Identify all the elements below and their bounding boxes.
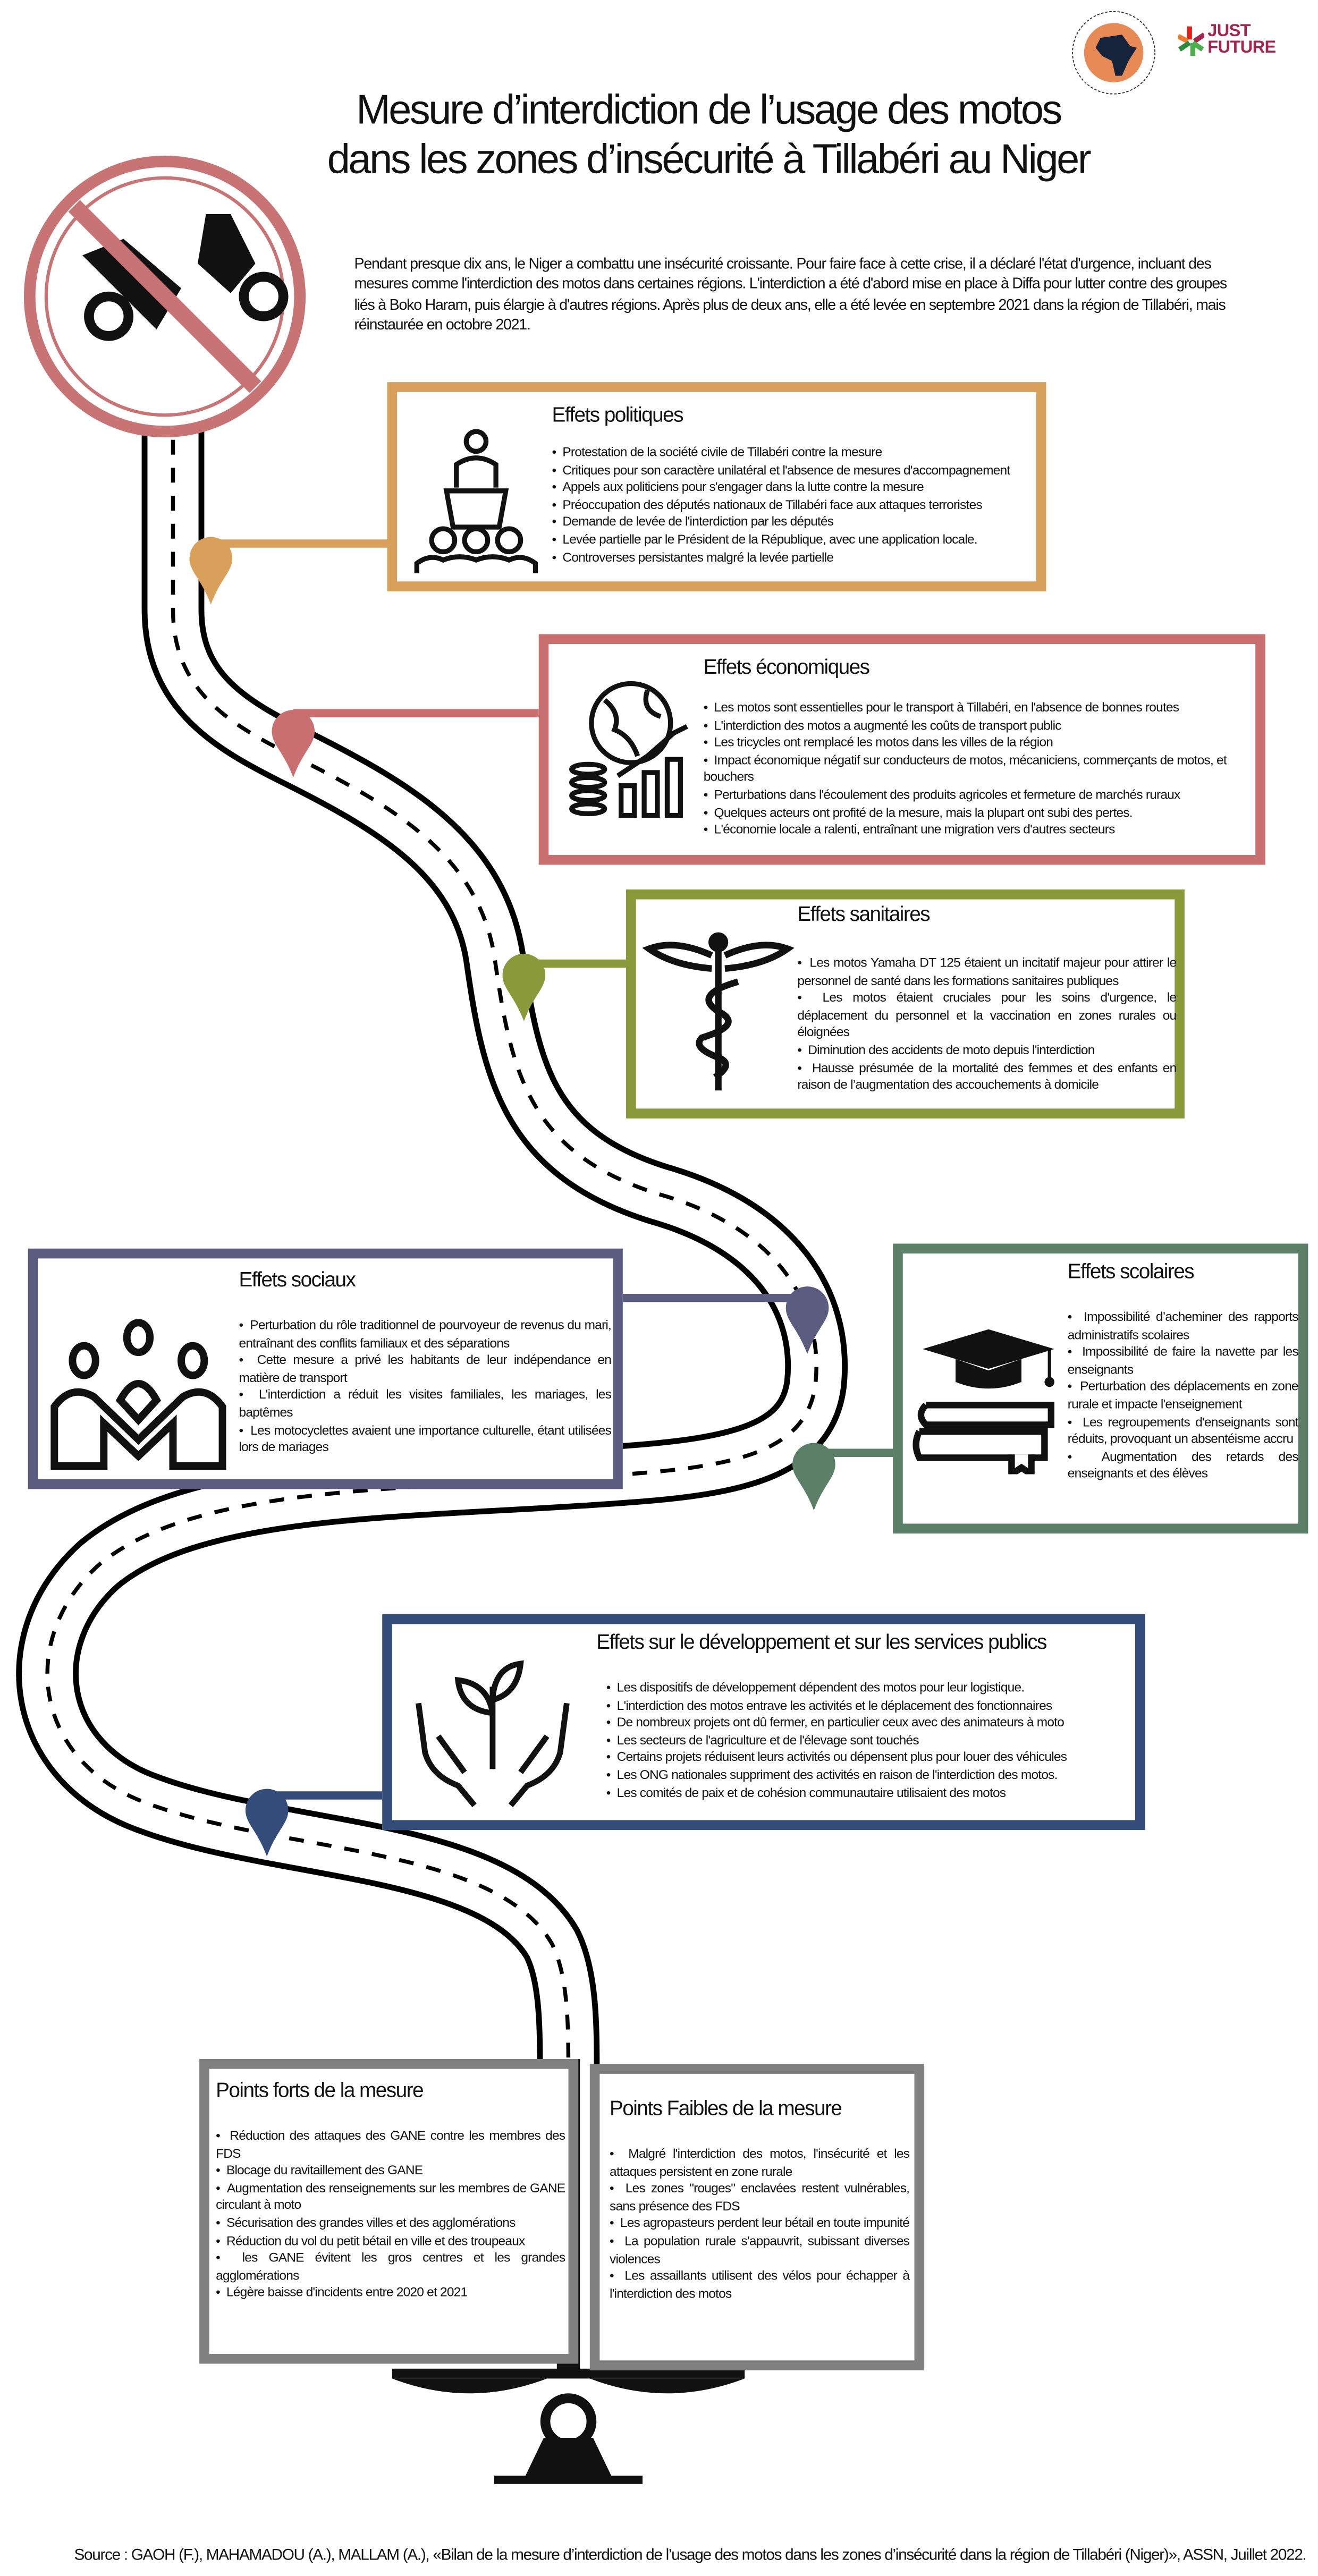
section-list: Les motos sont essentielles pour le tran… bbox=[704, 700, 1257, 840]
list-item: Cette mesure a privé les habitants de le… bbox=[239, 1353, 612, 1388]
map-pin-scolaires-icon bbox=[792, 1443, 835, 1511]
section-points-forts: Points forts de la mesure Réduction des … bbox=[199, 2059, 579, 2364]
list-item: Les motos Yamaha DT 125 étaient un incit… bbox=[797, 955, 1177, 990]
list-item: Légère baisse d'incidents entre 2020 et … bbox=[216, 2285, 565, 2303]
just-future-line1: JUST bbox=[1207, 21, 1251, 41]
map-pin-economiques-icon bbox=[272, 710, 315, 778]
list-item: Les dispositifs de développement dépende… bbox=[606, 1680, 1150, 1698]
list-item: Certains projets réduisent leurs activit… bbox=[606, 1750, 1150, 1767]
section-list: Réduction des attaques des GANE contre l… bbox=[216, 2128, 565, 2302]
no-motorcycle-sign-icon bbox=[23, 155, 306, 438]
list-item: Les motocyclettes avaient une importance… bbox=[239, 1422, 612, 1458]
list-item: Impossibilité de faire la navette par le… bbox=[1068, 1344, 1299, 1379]
list-item: Controverses persistantes malgré la levé… bbox=[552, 549, 1046, 567]
section-title: Effets scolaires bbox=[1067, 1260, 1195, 1283]
list-item: L'interdiction a réduit les visites fami… bbox=[239, 1387, 612, 1422]
list-item: Perturbation des déplacements en zone ru… bbox=[1068, 1379, 1299, 1414]
list-item: L'interdiction des motos a augmenté les … bbox=[704, 717, 1257, 735]
map-pin-sociaux-icon bbox=[785, 1286, 829, 1354]
section-list: Protestation de la société civile de Til… bbox=[552, 445, 1046, 567]
list-item: Réduction du vol du petit bétail en vill… bbox=[216, 2233, 565, 2250]
list-item: Les comités de paix et de cohésion commu… bbox=[606, 1785, 1150, 1802]
map-pin-politiques-icon bbox=[189, 537, 233, 605]
list-item: L'économie locale a ralenti, entraînant … bbox=[704, 822, 1257, 840]
list-item: Sécurisation des grandes villes et des a… bbox=[216, 2215, 565, 2233]
source-citation: Source : GAOH (F.), MAHAMADOU (A.), MALL… bbox=[74, 2546, 1307, 2565]
list-item: Les tricycles ont remplacé les motos dan… bbox=[704, 735, 1257, 752]
map-pin-developpement-icon bbox=[245, 1789, 289, 1857]
section-scolaires: Effets scolaires Impossibilité d’achemin… bbox=[893, 1243, 1308, 1534]
list-item: Les zones "rouges" enclavées restent vul… bbox=[610, 2181, 910, 2216]
list-item: Diminution des accidents de moto depuis … bbox=[797, 1043, 1176, 1060]
section-title: Effets politiques bbox=[552, 403, 684, 427]
family-group-icon bbox=[50, 1319, 226, 1470]
list-item: Impossibilité d’acheminer des rapports a… bbox=[1068, 1310, 1299, 1345]
list-item: Les assaillants utilisent des vélos pour… bbox=[610, 2268, 910, 2303]
list-item: Préoccupation des députés nationaux de T… bbox=[552, 497, 1046, 515]
list-item: Augmentation des retards des enseignants… bbox=[1068, 1449, 1299, 1484]
section-developpement: Effets sur le développement et sur les s… bbox=[382, 1614, 1145, 1831]
section-title: Effets sociaux bbox=[239, 1268, 356, 1292]
section-politiques: Effets politiques Protestation de la soc… bbox=[387, 382, 1046, 591]
section-list: Les motos Yamaha DT 125 étaient un incit… bbox=[797, 955, 1177, 1095]
list-item: les GANE évitent les gros centres et les… bbox=[216, 2250, 565, 2285]
page-title: Mesure d’interdiction de l’usage des mot… bbox=[247, 86, 1170, 184]
section-list: Malgré l'interdiction des motos, l'inséc… bbox=[610, 2146, 910, 2303]
list-item: Les regroupements d'enseignants sont réd… bbox=[1068, 1414, 1299, 1450]
list-item: Les secteurs de l'agriculture et de l'él… bbox=[606, 1733, 1150, 1750]
list-item: Augmentation des renseignements sur les … bbox=[216, 2181, 565, 2216]
list-item: Critiques pour son caractère unilatéral … bbox=[552, 462, 1046, 480]
list-item: Perturbation du rôle traditionnel de pou… bbox=[239, 1318, 612, 1353]
section-title: Effets sanitaires bbox=[797, 902, 930, 926]
list-item: Malgré l'interdiction des motos, l'inséc… bbox=[610, 2146, 910, 2181]
section-title: Points forts de la mesure bbox=[216, 2079, 424, 2102]
list-item: Demande de levée de l'interdiction par l… bbox=[552, 514, 1046, 532]
section-sociaux: Effets sociaux Perturbation du rôle trad… bbox=[28, 1248, 623, 1489]
list-item: Perturbations dans l'écoulement des prod… bbox=[704, 787, 1257, 805]
section-list: Perturbation du rôle traditionnel de pou… bbox=[239, 1318, 612, 1458]
section-title: Points Faibles de la mesure bbox=[610, 2097, 842, 2120]
section-title: Effets sur le développement et sur les s… bbox=[596, 1631, 1047, 1654]
road bbox=[16, 411, 848, 2075]
speaker-podium-icon bbox=[414, 429, 538, 573]
section-title: Effets économiques bbox=[703, 655, 870, 679]
map-pin-sanitaires-icon bbox=[502, 953, 546, 1021]
hands-plant-icon bbox=[416, 1660, 570, 1808]
section-economiques: Effets économiques Les motos sont essent… bbox=[538, 634, 1265, 865]
title-line-2: dans les zones d’insécurité à Tillabéri … bbox=[327, 137, 1092, 183]
assn-logo bbox=[1072, 11, 1156, 95]
list-item: L'interdiction des motos entrave les act… bbox=[606, 1698, 1150, 1715]
globe-coins-chart-icon bbox=[569, 681, 688, 818]
just-future-star-icon bbox=[1178, 26, 1205, 56]
list-item: Quelques acteurs ont profité de la mesur… bbox=[704, 805, 1257, 823]
graduation-cap-books-icon bbox=[913, 1329, 1054, 1475]
list-item: Les agropasteurs perdent leur bétail en … bbox=[610, 2216, 910, 2234]
list-item: Blocage du ravitaillement des GANE bbox=[216, 2163, 565, 2181]
list-item: Protestation de la société civile de Til… bbox=[552, 445, 1046, 462]
title-line-1: Mesure d’interdiction de l’usage des mot… bbox=[356, 87, 1062, 134]
list-item: Appels aux politiciens pour s'engager da… bbox=[552, 480, 1046, 497]
list-item: Hausse présumée de la mortalité des femm… bbox=[797, 1060, 1177, 1095]
list-item: La population rurale s'appauvrit, subiss… bbox=[610, 2234, 910, 2269]
list-item: Les ONG nationales suppriment des activi… bbox=[606, 1767, 1150, 1785]
section-points-faibles: Points Faibles de la mesure Malgré l'int… bbox=[589, 2064, 925, 2370]
list-item: Réduction des attaques des GANE contre l… bbox=[216, 2128, 565, 2163]
section-sanitaires: Effets sanitaires Les motos Yamaha DT 12… bbox=[626, 889, 1185, 1118]
list-item: Les motos étaient cruciales pour les soi… bbox=[797, 990, 1177, 1043]
list-item: De nombreux projets ont dû fermer, en pa… bbox=[606, 1715, 1150, 1733]
just-future-line2: FUTURE bbox=[1207, 38, 1276, 58]
list-item: Les motos sont essentielles pour le tran… bbox=[704, 700, 1257, 718]
section-list: Impossibilité d’acheminer des rapports a… bbox=[1068, 1310, 1299, 1484]
list-item: Impact économique négatif sur conducteur… bbox=[704, 752, 1257, 787]
caduceus-icon bbox=[643, 932, 795, 1091]
section-list: Les dispositifs de développement dépende… bbox=[606, 1680, 1150, 1802]
list-item: Levée partielle par le Président de la R… bbox=[552, 532, 1046, 549]
intro-paragraph: Pendant presque dix ans, le Niger a comb… bbox=[354, 255, 1228, 333]
